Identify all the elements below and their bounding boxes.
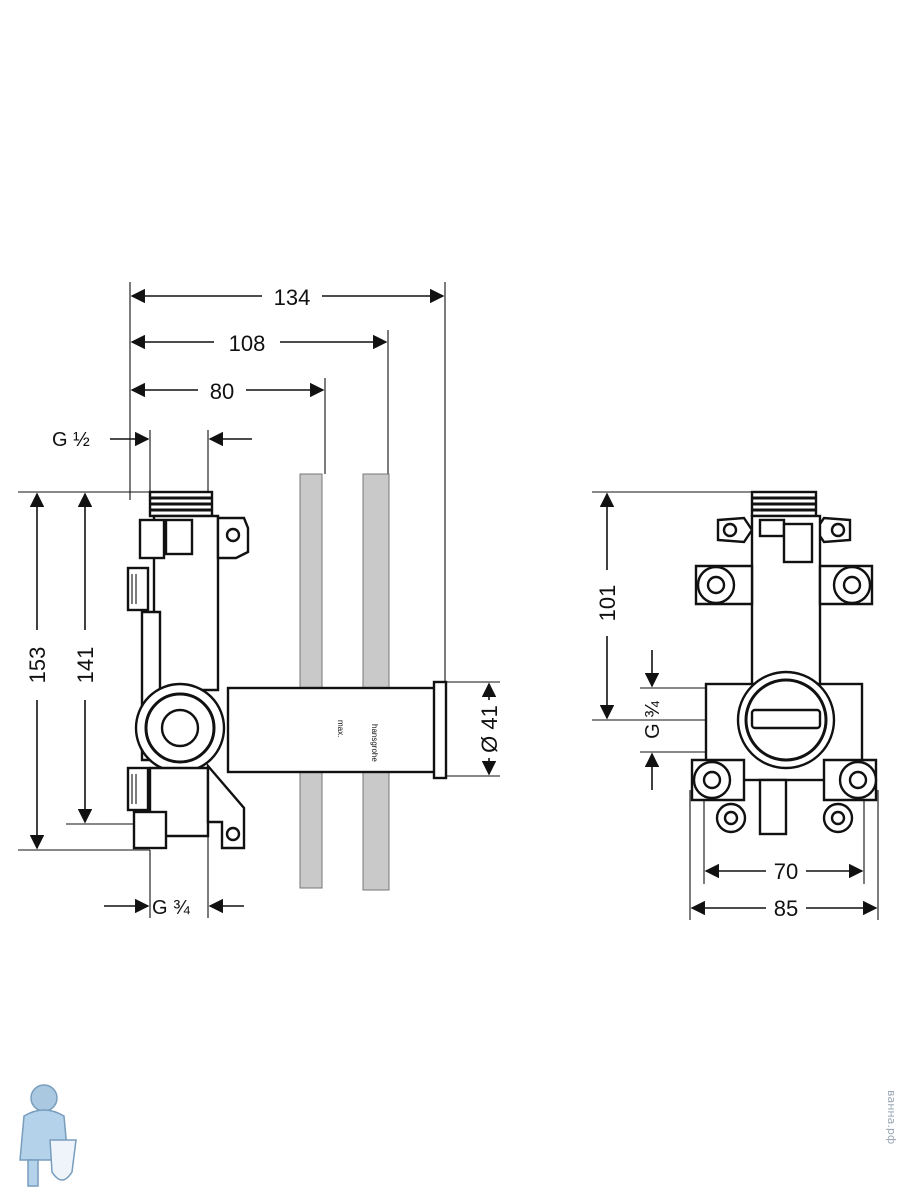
dim-70: 70 (704, 859, 864, 884)
front-view: 101 G ¾ 70 85 (592, 490, 879, 921)
dim-134: 134 (130, 285, 445, 310)
dim-80: 80 (130, 379, 325, 404)
mascot-logo (19, 1084, 77, 1187)
thread-top-label: G ½ (52, 429, 90, 451)
thread-side-dim: G ¾ (642, 650, 664, 790)
wall-panel-front (299, 473, 323, 889)
dim-134-label: 134 (274, 285, 311, 310)
dim-153: 153 (25, 492, 50, 850)
side-view: 134 108 80 G ½ 153 141 (18, 282, 502, 919)
thread-bottom-dim: G ¾ (104, 897, 244, 919)
dim-85-label: 85 (774, 896, 798, 921)
valve-body-side: max. hansgrohe (126, 490, 448, 850)
wall-panel-back (362, 473, 390, 891)
dim-80-label: 80 (210, 379, 234, 404)
outlet-pipe (226, 686, 442, 774)
dim-101: 101 (595, 492, 620, 720)
dim-diameter-label: Ø 41 (477, 705, 502, 753)
dim-101-label: 101 (595, 585, 620, 622)
watermark-text: ванна.рф (885, 1090, 898, 1144)
thread-bottom-label: G ¾ (152, 897, 190, 919)
stamp-max: max. (336, 720, 345, 737)
dim-108-label: 108 (229, 331, 266, 356)
valve-body-front (690, 490, 878, 836)
dim-85: 85 (690, 896, 878, 921)
dim-diameter: Ø 41 (477, 682, 502, 776)
thread-top-dim: G ½ (52, 429, 252, 451)
stamp-brand: hansgrohe (370, 724, 379, 762)
dim-70-label: 70 (774, 859, 798, 884)
side-extension-lines (18, 282, 500, 918)
dim-108: 108 (130, 331, 388, 356)
dim-141-label: 141 (73, 647, 98, 684)
thread-side-label: G ¾ (642, 701, 664, 739)
dim-153-label: 153 (25, 647, 50, 684)
dim-141: 141 (73, 492, 98, 824)
